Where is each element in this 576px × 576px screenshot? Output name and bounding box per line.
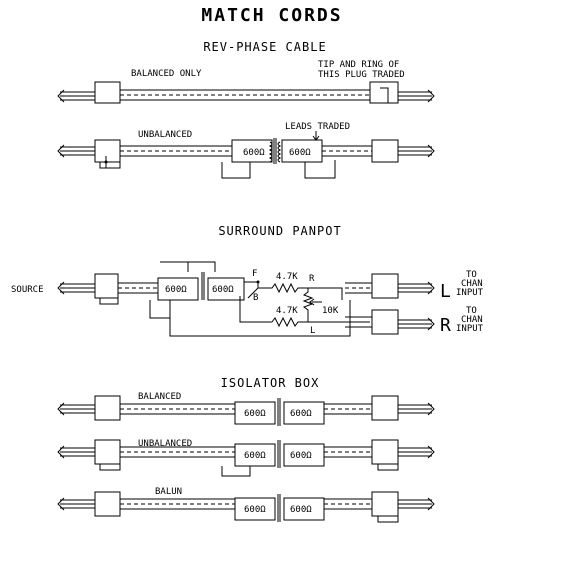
rev-phase-heading: REV-PHASE CABLE [203, 40, 326, 54]
leads-traded-label: LEADS TRADED [285, 122, 350, 132]
isolator-unbalanced-cable: UNBALANCED 600Ω 600Ω [57, 439, 435, 477]
res1-label: 4.7K [276, 272, 298, 282]
isolator-balanced-label: BALANCED [138, 392, 181, 402]
res2-label: 4.7K [276, 306, 298, 316]
isolator-balanced-trans-right: 600Ω [290, 409, 312, 419]
to-chan-l-2: CHAN [461, 279, 483, 289]
rev-phase-trans-right: 600Ω [289, 148, 311, 158]
panpot-trans-right: 600Ω [212, 285, 234, 295]
to-chan-r-3: INPUT [456, 324, 484, 334]
rev-phase-balanced-cable: BALANCED ONLY TIP AND RING OF THIS PLUG … [57, 60, 435, 104]
isolator-unbalanced-trans-right: 600Ω [290, 451, 312, 461]
output-l-letter: L [440, 281, 451, 302]
to-chan-r-2: CHAN [461, 315, 483, 325]
rev-phase-unbalanced-cable: 600Ω 600Ω UNBALANCED LEADS TRADED [57, 122, 435, 179]
isolator-unbalanced-trans-left: 600Ω [244, 451, 266, 461]
isolator-balun-trans-right: 600Ω [290, 505, 312, 515]
balanced-only-label: BALANCED ONLY [131, 69, 202, 79]
to-chan-l-1: TO [466, 270, 477, 280]
rev-phase-unbalanced-label: UNBALANCED [138, 130, 192, 140]
source-label: SOURCE [11, 285, 44, 295]
tip-ring-note-line1: TIP AND RING OF [318, 60, 399, 70]
isolator-balanced-trans-left: 600Ω [244, 409, 266, 419]
r-node-label: R [309, 274, 315, 284]
surround-panpot-circuit: SOURCE 600Ω 600Ω F B 4.7K R 4.7K L 10K [11, 261, 484, 337]
to-chan-r-1: TO [466, 306, 477, 316]
l-node-label: L [310, 326, 315, 336]
isolator-balun-label: BALUN [155, 487, 182, 497]
isolator-heading: ISOLATOR BOX [221, 376, 320, 390]
panpot-f-label: F [252, 269, 257, 279]
isolator-balun-cable: BALUN 600Ω 600Ω [57, 487, 435, 523]
to-chan-l-3: INPUT [456, 288, 484, 298]
rev-phase-trans-left: 600Ω [243, 148, 265, 158]
panpot-b-label: B [253, 293, 258, 303]
isolator-unbalanced-label: UNBALANCED [138, 439, 192, 449]
pot-label: 10K [322, 306, 339, 316]
panpot-trans-left: 600Ω [165, 285, 187, 295]
tip-ring-note-line2: THIS PLUG TRADED [318, 70, 405, 80]
isolator-balun-trans-left: 600Ω [244, 505, 266, 515]
panpot-heading: SURROUND PANPOT [218, 224, 341, 238]
output-r-letter: R [440, 315, 451, 336]
diagram-title: MATCH CORDS [201, 5, 342, 26]
isolator-balanced-cable: BALANCED 600Ω 600Ω [57, 392, 435, 426]
